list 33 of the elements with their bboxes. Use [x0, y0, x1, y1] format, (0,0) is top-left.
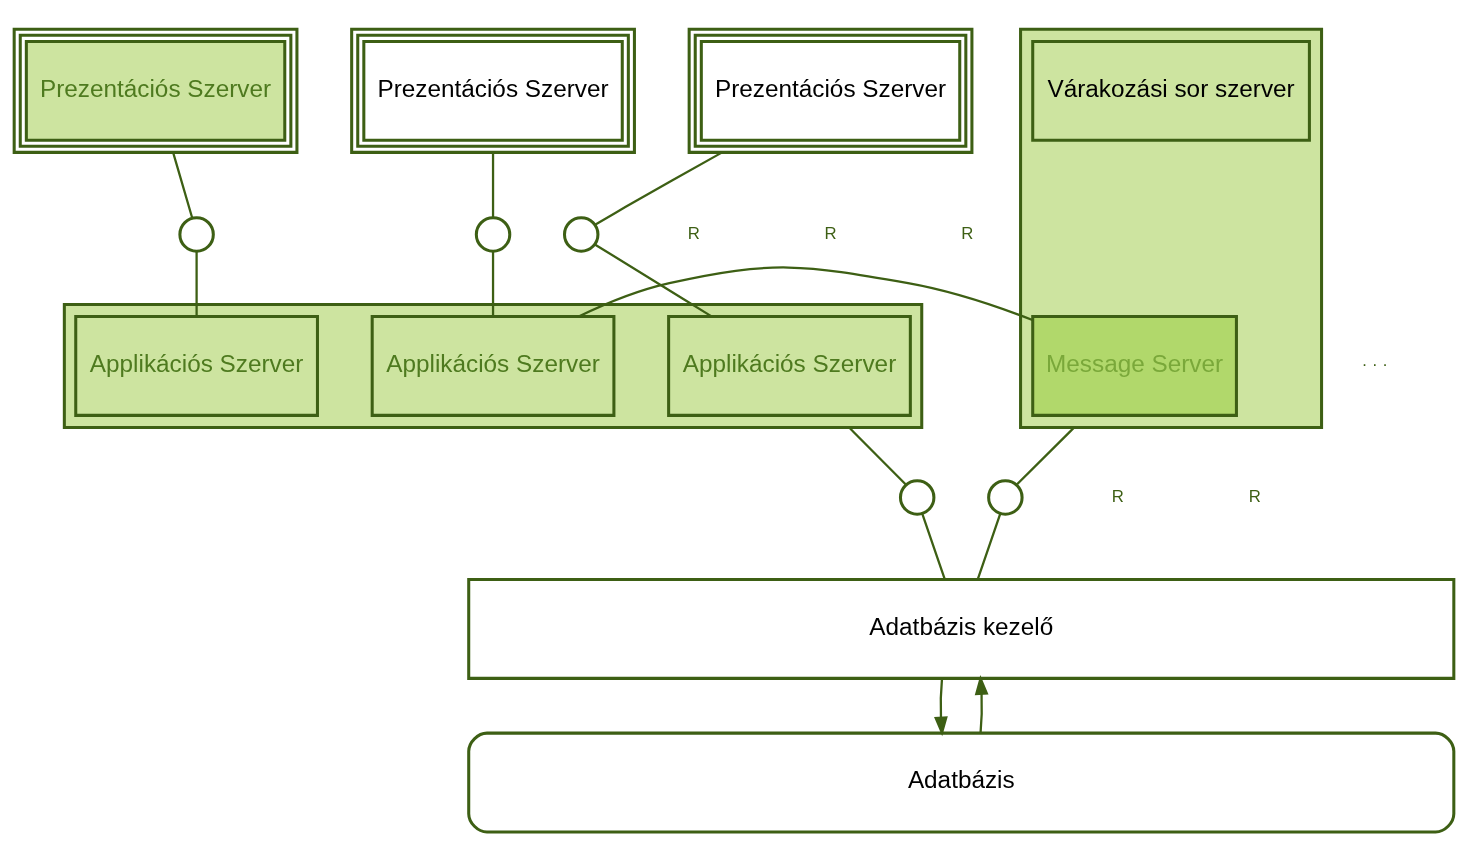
- connector: [491, 152, 495, 218]
- connector: [195, 250, 198, 316]
- connector: [976, 512, 1002, 580]
- cluster: [62, 302, 924, 429]
- connector: [848, 426, 907, 486]
- cluster: [1019, 27, 1324, 429]
- connector: [594, 150, 723, 226]
- connector: [491, 250, 495, 316]
- connector: [921, 512, 946, 580]
- label: R: [824, 223, 837, 243]
- label: R: [961, 223, 974, 243]
- label: R: [687, 223, 700, 243]
- node-circle: [474, 215, 512, 253]
- node-circle: [987, 478, 1024, 516]
- node-box: Prezentációs Szerver: [12, 27, 299, 154]
- node-circle: [178, 215, 215, 253]
- label: R: [1111, 486, 1124, 506]
- node-box: Applikációs Szerver: [667, 314, 912, 417]
- arrow: [974, 674, 989, 733]
- node-box: Prezentációs Szerver: [350, 27, 636, 154]
- connector: [1015, 426, 1075, 486]
- node-box: Várakozási sor szerver: [1031, 39, 1311, 142]
- node-box: Prezentációs Szerver: [687, 27, 974, 154]
- node-box: Applikációs Szerver: [74, 314, 319, 417]
- label: · · ·: [1361, 354, 1388, 374]
- connector: [172, 151, 194, 219]
- node-box: Adatbázis kezelő: [467, 577, 1456, 680]
- node-box: Applikációs Szerver: [370, 314, 616, 417]
- node-circle: [898, 478, 936, 516]
- node-circle: [563, 215, 600, 253]
- arrow: [934, 677, 948, 736]
- label: R: [1248, 486, 1261, 506]
- node-box: Adatbázis: [467, 731, 1456, 833]
